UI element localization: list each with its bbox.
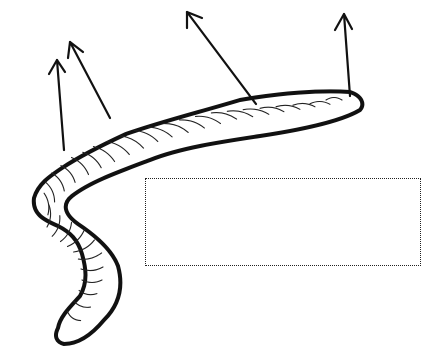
pointer-arrow-2 <box>68 42 110 118</box>
pointer-arrow-3 <box>187 12 256 104</box>
pointer-arrow-4 <box>335 14 352 96</box>
pointer-arrow-1 <box>49 60 65 150</box>
answer-box[interactable] <box>145 178 421 266</box>
